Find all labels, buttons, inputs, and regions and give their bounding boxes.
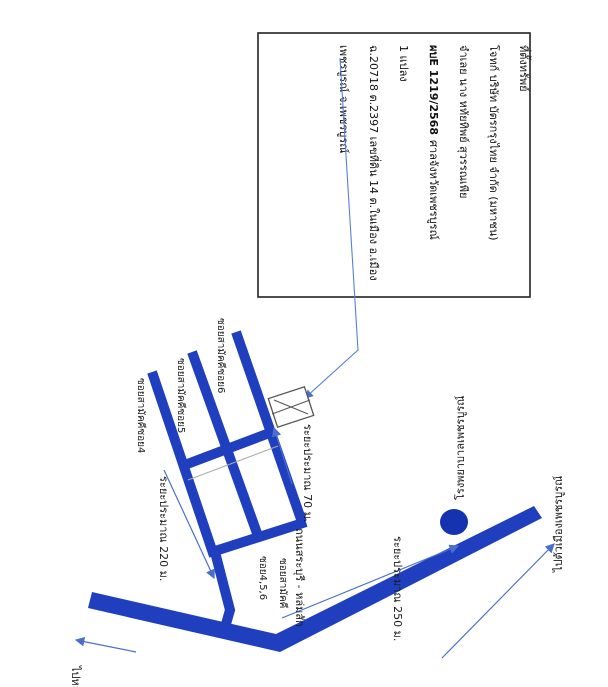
direction-lom-sak-label: ไปหล่มสัก: [69, 665, 82, 687]
soi-6-road: [231, 330, 307, 524]
soi-entry-sub-label: ซอย4,5,6: [257, 556, 268, 600]
soi-cross-bottom: [210, 517, 308, 557]
soi-cross-mid: [180, 427, 274, 471]
soi-5-label: ซอยสามัคคีซอย5: [175, 358, 187, 433]
arrow-70: [272, 426, 293, 485]
info-box: [257, 32, 531, 298]
distance-70-label: ระยะประมาณ 70 ม.: [301, 424, 314, 522]
info-court: ศาลจังหวัดเพชรบูรณ์: [427, 140, 440, 240]
soi-entry-label: ซอยสามัคคี: [277, 558, 289, 608]
info-parcel-count: 1 แปลง: [397, 45, 410, 82]
soi-entry-road: [210, 550, 236, 640]
arrow-250: [281, 544, 460, 619]
info-case-number: ผบE 1219/2568: [427, 45, 440, 135]
info-defendant: จำเลย นาง หทัยทิพย์ สุวรรณเพีย: [457, 45, 470, 198]
info-title: ที่ตั้งทรัพย์: [517, 45, 532, 92]
info-province: เพชรบูรณ์ จ.เพชรบูรณ์: [337, 45, 350, 153]
soi-6-label: ซอยสามัคคีซอย6: [215, 318, 227, 393]
leader-line: [304, 57, 359, 399]
soi-4-label: ซอยสามัคคีซอย4: [135, 378, 147, 453]
main-road: [88, 506, 542, 652]
arrow-to-center: [441, 543, 555, 659]
hospital-marker-icon: [440, 509, 468, 535]
soi-inner-line: [187, 445, 279, 481]
distance-220-label: ระยะประมาณ 220 ม.: [157, 476, 170, 581]
direction-center-label: ไปตัวเมืองเพชรบูรณ์: [552, 476, 565, 573]
info-title-deed: ฉ.20718 ต.2397 เลขที่ดิน 14 ต.ในเมือง อ.…: [367, 45, 382, 281]
soi-5-road: [187, 350, 263, 538]
property-parcel-icon: [267, 386, 315, 428]
hospital-label: โรงพยาบาลเพชรบูรณ์: [453, 396, 467, 500]
arrow-220: [163, 469, 215, 580]
arrow-to-lom-sak: [74, 636, 137, 653]
soi-network: [147, 330, 308, 640]
main-road-label: ถนนสระบุรี - หล่มสัก: [293, 528, 306, 627]
distance-250-label: ระยะประมาณ 250 ม.: [391, 536, 404, 641]
info-plaintiff: โจทก์ บริษัท บัตรกรุงไทย จำกัด (มหาชน): [487, 45, 501, 241]
